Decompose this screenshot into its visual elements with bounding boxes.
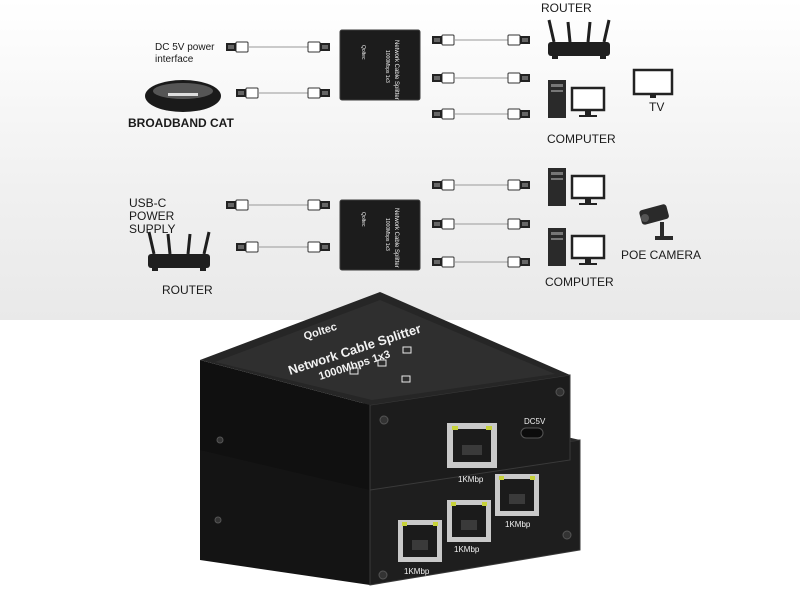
poe-camera-icon — [639, 204, 673, 240]
screw-icon — [214, 516, 222, 524]
computer-icon — [546, 78, 606, 120]
label-computer-top: COMPUTER — [547, 132, 616, 146]
ethernet-plug-icon — [507, 34, 531, 46]
usb-plug-icon — [307, 41, 331, 53]
ethernet-plug-icon — [431, 72, 455, 84]
ethernet-plug-icon — [507, 218, 531, 230]
label-usbc-power: USB-C POWER SUPPLY — [129, 196, 176, 236]
label-dc-power: DC 5V power interface — [155, 42, 215, 65]
ethernet-plug-icon — [507, 179, 531, 191]
router-icon — [146, 230, 212, 273]
broadband-modem-icon — [145, 80, 221, 112]
ethernet-plug-icon — [507, 256, 531, 268]
product-photo: Qoltec Network Cable Splitter 1000Mbps 1… — [200, 292, 581, 586]
svg-text:1000Mbps 1x3: 1000Mbps 1x3 — [384, 218, 390, 251]
usb-c-port — [520, 427, 544, 439]
usb-c-plug-icon — [307, 199, 331, 211]
label-computer-bottom: COMPUTER — [545, 275, 614, 289]
ethernet-plug-icon — [507, 108, 531, 120]
top-diagram: Network Cable Splitter 1000Mbps 1x3 Qolt… — [145, 18, 674, 120]
port-diagram-icon — [349, 346, 412, 383]
port-label-bottom-3: 1KMbp — [505, 520, 531, 529]
tv-icon — [632, 68, 674, 98]
label-tv: TV — [649, 100, 665, 114]
label-router-top: ROUTER — [541, 1, 592, 15]
dc-port-label: DC5V — [524, 417, 546, 426]
screw-icon — [378, 570, 388, 580]
svg-text:Qoltec: Qoltec — [360, 45, 366, 60]
ethernet-plug-icon — [307, 241, 331, 253]
ethernet-plug-icon — [431, 34, 455, 46]
port-label-top: 1KMbp — [458, 475, 484, 484]
splitter-box-bottom — [339, 199, 421, 271]
rj45-port-2 — [447, 500, 491, 542]
bottom-diagram: Network Cable Splitter 1000Mbps 1x3 Qolt… — [146, 166, 673, 273]
ethernet-plug-icon — [431, 218, 455, 230]
ethernet-plug-icon — [431, 179, 455, 191]
ethernet-plug-icon — [431, 256, 455, 268]
screw-icon — [562, 530, 572, 540]
label-poe-camera: POE CAMERA — [621, 248, 702, 262]
ethernet-plug-icon — [307, 87, 331, 99]
router-icon — [546, 18, 612, 61]
splitter-box-top — [339, 29, 421, 101]
label-broadband: BROADBAND CAT — [128, 116, 234, 130]
usb-c-plug-icon — [225, 199, 249, 211]
screw-icon — [555, 387, 565, 397]
computer-icon — [546, 226, 606, 268]
rj45-port-1 — [398, 520, 442, 562]
rj45-port-top — [447, 423, 497, 468]
ethernet-plug-icon — [431, 108, 455, 120]
ethernet-plug-icon — [235, 87, 259, 99]
computer-icon — [546, 166, 606, 208]
label-router-bottom: ROUTER — [162, 283, 213, 297]
svg-text:1000Mbps 1x3: 1000Mbps 1x3 — [384, 50, 390, 83]
svg-text:Network Cable Splitter: Network Cable Splitter — [393, 208, 399, 268]
port-label-bottom-1: 1KMbp — [404, 567, 430, 576]
ethernet-plug-icon — [235, 241, 259, 253]
screw-icon — [216, 436, 224, 444]
svg-text:Network Cable Splitter: Network Cable Splitter — [393, 40, 399, 100]
rj45-port-3 — [495, 474, 539, 516]
screw-icon — [379, 415, 389, 425]
svg-text:Qoltec: Qoltec — [360, 212, 366, 227]
port-label-bottom-2: 1KMbp — [454, 545, 480, 554]
ethernet-plug-icon — [507, 72, 531, 84]
